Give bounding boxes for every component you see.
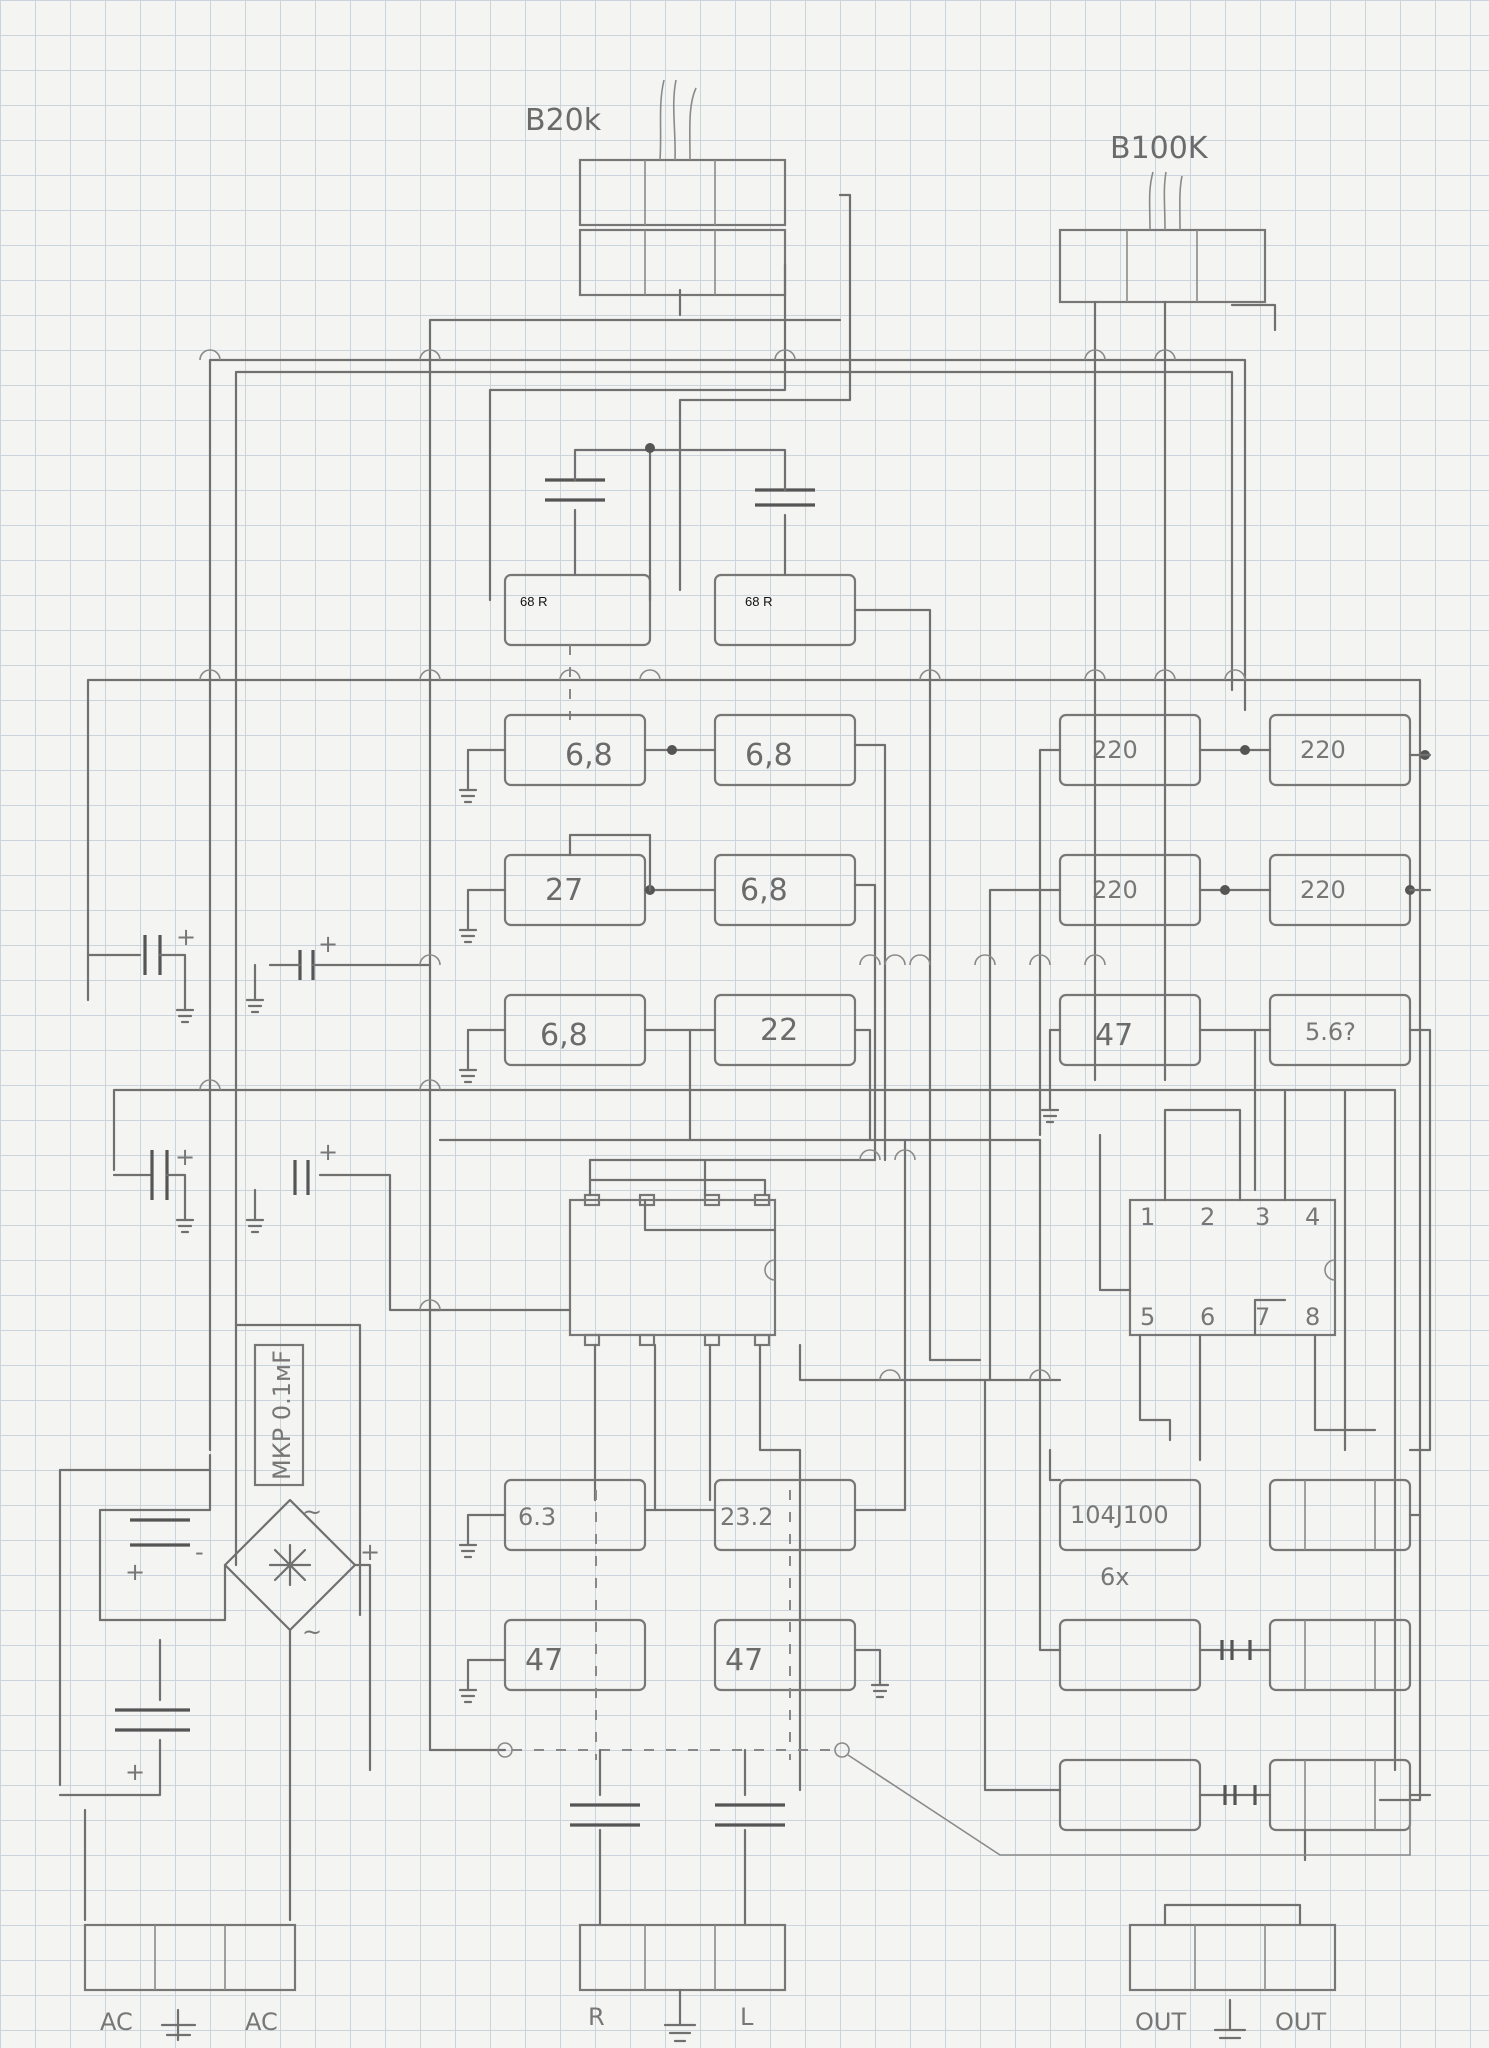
resistor-23-2-label: 23.2	[720, 1503, 773, 1531]
reservoir-cap-2-plus: +	[125, 1758, 145, 1786]
wire-crossovers	[199, 349, 1246, 1381]
cap-c-plus: +	[175, 1143, 195, 1171]
cap-a-plus: +	[176, 923, 196, 951]
cap-b-plus: +	[318, 930, 338, 958]
right-resistor-array: 220 220 220 220 47 5.6?	[988, 300, 1432, 1452]
cap-d-plus: +	[318, 1138, 338, 1166]
cap-104j100-label: 104J100	[1070, 1501, 1169, 1529]
potentiometer-b20k: B20k	[525, 79, 787, 297]
connector-out-2-label: OUT	[1275, 2008, 1326, 2036]
ground-symbols	[175, 788, 1060, 1704]
pot-b20k-label: B20k	[525, 103, 602, 138]
left-resistor-array: 6,8 6,8 27 6,8 6,8 22	[466, 713, 887, 1162]
resistor-5-6-label: 5.6?	[1305, 1018, 1356, 1046]
decoupling-caps: + + + +	[86, 923, 432, 1222]
resistor-6-8a-label: 6,8	[565, 738, 613, 773]
connector-r-label: R	[588, 2003, 605, 2031]
ic-pin-2-label: 2	[1200, 1203, 1215, 1231]
bridge-plus-mark: +	[360, 1538, 380, 1566]
bridge-ac-in-mark: ~	[302, 1498, 322, 1526]
resistor-22-label: 22	[760, 1013, 798, 1048]
resistor-68r-right-label: 68 R	[745, 594, 772, 609]
connector-ac-1-label: AC	[100, 2008, 133, 2036]
left-input-stage: 68 R 68 R	[503, 443, 932, 1362]
connector-ac-2-label: AC	[245, 2008, 278, 2036]
resistor-220a-label: 220	[1092, 736, 1138, 764]
reservoir-cap-1-plus: +	[125, 1558, 145, 1586]
potentiometer-b100k: B100K	[1058, 131, 1267, 304]
ic-pin-4-label: 4	[1305, 1203, 1320, 1231]
output-connector: OUT OUT	[1128, 1903, 1337, 2040]
ic-pin-7-label: 7	[1255, 1303, 1270, 1331]
power-supply: МКР 0.1мF ~ ~ + - + +	[58, 1323, 380, 1922]
filter-capacitor-bank: 104J100 6x	[983, 1138, 1432, 1862]
resistor-6-3-label: 6.3	[518, 1503, 556, 1531]
connector-l-label: L	[740, 2003, 754, 2031]
right-ic: 1 2 3 4 5 6 7 8	[1098, 1088, 1377, 1462]
ic-pin-3-label: 3	[1255, 1203, 1270, 1231]
input-connector: R L	[578, 1923, 787, 2043]
resistor-47b-label: 47	[725, 1643, 763, 1678]
resistor-6-8b-label: 6,8	[745, 738, 793, 773]
input-coupling	[428, 1742, 1411, 1927]
resistor-220b-label: 220	[1300, 736, 1346, 764]
mkp-capacitor-label: МКР 0.1мF	[268, 1350, 296, 1480]
resistor-6-8d-label: 6,8	[540, 1018, 588, 1053]
pot-b100k-label: B100K	[1110, 131, 1209, 166]
bridge-minus-mark: -	[195, 1538, 204, 1566]
power-connector: AC AC	[83, 1923, 297, 2042]
resistor-27-label: 27	[545, 873, 583, 908]
resistor-47a-label: 47	[525, 1643, 563, 1678]
resistor-6-8c-label: 6,8	[740, 873, 788, 908]
ic-pin-8-label: 8	[1305, 1303, 1320, 1331]
resistor-68r-left-label: 68 R	[520, 594, 547, 609]
ic-pin-5-label: 5	[1140, 1303, 1155, 1331]
resistor-47-label: 47	[1095, 1018, 1133, 1053]
resistor-220c-label: 220	[1092, 876, 1138, 904]
connector-out-1-label: OUT	[1135, 2008, 1186, 2036]
ic-pin-1-label: 1	[1140, 1203, 1155, 1231]
left-ic	[318, 1138, 1062, 1792]
resistor-220d-label: 220	[1300, 876, 1346, 904]
cap-count-label: 6x	[1100, 1563, 1129, 1591]
left-output-resistors: 6.3 23.2 47 47	[466, 1138, 907, 1760]
ic-pin-6-label: 6	[1200, 1303, 1215, 1331]
bridge-ac-in-mark-2: ~	[302, 1618, 322, 1646]
power-rails	[86, 193, 1422, 1802]
